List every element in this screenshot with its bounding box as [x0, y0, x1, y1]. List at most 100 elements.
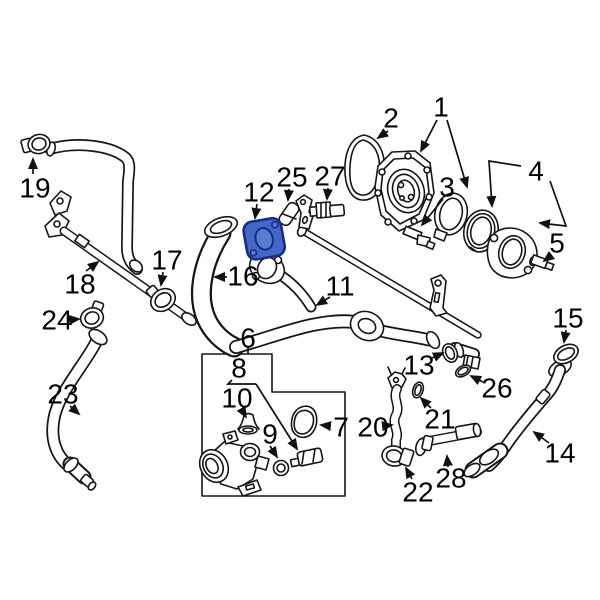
callout-26-leader	[469, 375, 484, 385]
part-1-water-pump[interactable]	[374, 150, 435, 232]
callout-18-leader	[85, 260, 100, 272]
part-7-gasket[interactable]	[290, 405, 318, 439]
callout-label-24: 24	[41, 305, 72, 336]
callout-22[interactable]: 22	[402, 466, 434, 508]
part-16-hose-assembly[interactable]	[190, 213, 442, 358]
callout-label-11: 11	[325, 271, 354, 302]
part-13-oring[interactable]	[440, 342, 460, 365]
callout-4-leader	[538, 180, 568, 230]
part-24-clamp[interactable]	[78, 300, 106, 332]
part-21-oring[interactable]	[411, 381, 425, 399]
callout-19[interactable]: 19	[19, 157, 51, 204]
callout-11[interactable]: 11	[315, 271, 355, 307]
callout-10-leader	[236, 405, 247, 419]
part-2-gasket[interactable]	[344, 134, 386, 201]
callout-label-20: 20	[357, 412, 388, 443]
callout-2[interactable]: 2	[376, 103, 399, 140]
part-25-fitting[interactable]	[277, 201, 301, 228]
callout-28[interactable]: 28	[435, 454, 467, 494]
callout-1-leader	[420, 119, 438, 153]
callout-25[interactable]: 25	[276, 162, 308, 202]
part-15-clamp[interactable]	[551, 340, 582, 367]
callout-13[interactable]: 13	[403, 350, 445, 381]
callout-label-25: 25	[276, 162, 307, 193]
callout-label-4: 4	[528, 156, 544, 187]
callout-label-27: 27	[314, 161, 345, 192]
callout-3-leader	[420, 198, 444, 227]
callout-3[interactable]: 3	[420, 172, 455, 227]
callout-27[interactable]: 27	[314, 161, 346, 201]
callout-14[interactable]: 14	[532, 430, 576, 469]
part-3-bolt[interactable]	[402, 225, 436, 251]
callout-4-leader	[486, 159, 522, 208]
callout-label-10: 10	[221, 383, 252, 414]
part-thermostat-housing[interactable]	[194, 430, 270, 497]
callout-label-28: 28	[435, 463, 466, 494]
callout-1-leader	[446, 119, 469, 189]
callout-23-leader	[68, 403, 81, 416]
part-1-seal-ring[interactable]	[430, 190, 471, 242]
callout-15[interactable]: 15	[552, 303, 584, 344]
callout-14-leader	[532, 430, 550, 444]
callout-24[interactable]: 24	[41, 305, 81, 336]
callout-8-leader	[255, 383, 299, 451]
callout-label-7: 7	[333, 412, 349, 443]
callout-1[interactable]: 1	[420, 92, 469, 189]
part-17-clamp[interactable]	[145, 284, 180, 316]
part-19-clamp[interactable]	[20, 132, 52, 156]
callout-20-leader	[381, 421, 394, 432]
part-10-valve[interactable]	[237, 412, 260, 435]
callout-16[interactable]: 16	[213, 261, 259, 292]
callout-20[interactable]: 20	[357, 412, 394, 443]
callout-4[interactable]: 4	[486, 156, 568, 230]
callout-label-5: 5	[549, 228, 565, 259]
callout-label-23: 23	[47, 379, 78, 410]
callout-8-leader	[225, 379, 256, 385]
callout-label-26: 26	[481, 373, 512, 404]
part-4-flange[interactable]	[486, 227, 538, 279]
callout-label-22: 22	[402, 477, 433, 508]
callout-label-2: 2	[383, 103, 399, 134]
callout-label-17: 17	[151, 245, 182, 276]
part-9-oring[interactable]	[272, 459, 290, 477]
part-28-pipe[interactable]	[414, 422, 482, 457]
callout-24-leader	[67, 314, 81, 325]
callout-5[interactable]: 5	[542, 228, 565, 263]
part-12-gasket-highlighted[interactable]	[242, 216, 287, 261]
callout-label-16: 16	[227, 261, 258, 292]
callout-label-19: 19	[19, 173, 50, 204]
part-11-pipe[interactable]	[295, 194, 482, 370]
callout-8[interactable]: 8	[225, 353, 299, 451]
callout-7[interactable]: 7	[319, 412, 349, 443]
callout-label-6: 6	[240, 323, 256, 354]
callout-2-leader	[376, 128, 390, 140]
part-20-pipe[interactable]	[387, 366, 407, 452]
callout-22-leader	[405, 466, 416, 480]
part-14-hose[interactable]	[462, 356, 574, 479]
callout-10[interactable]: 10	[221, 383, 253, 419]
callout-label-14: 14	[544, 438, 575, 469]
callout-21[interactable]: 21	[419, 396, 456, 435]
callout-11-leader	[315, 295, 331, 307]
hose-19-to-junction[interactable]	[44, 139, 144, 275]
part-26-oring[interactable]	[454, 363, 473, 380]
part-8-stud[interactable]	[289, 447, 324, 468]
callout-17[interactable]: 17	[151, 245, 183, 287]
part-22-clamp[interactable]	[380, 444, 415, 468]
callout-9-leader	[267, 445, 279, 459]
callout-15-leader	[560, 329, 571, 344]
callout-6[interactable]: 6	[240, 323, 256, 355]
callout-label-12: 12	[243, 177, 274, 208]
part-27-sensor[interactable]	[308, 201, 346, 219]
callout-23[interactable]: 23	[47, 379, 81, 416]
part-5-bolt[interactable]	[528, 254, 555, 271]
callout-21-leader	[419, 396, 432, 409]
callout-9[interactable]: 9	[262, 419, 279, 459]
callout-18[interactable]: 18	[64, 260, 100, 300]
part-23-hose[interactable]	[46, 326, 110, 491]
callout-12[interactable]: 12	[243, 177, 275, 220]
callout-26[interactable]: 26	[469, 373, 513, 404]
